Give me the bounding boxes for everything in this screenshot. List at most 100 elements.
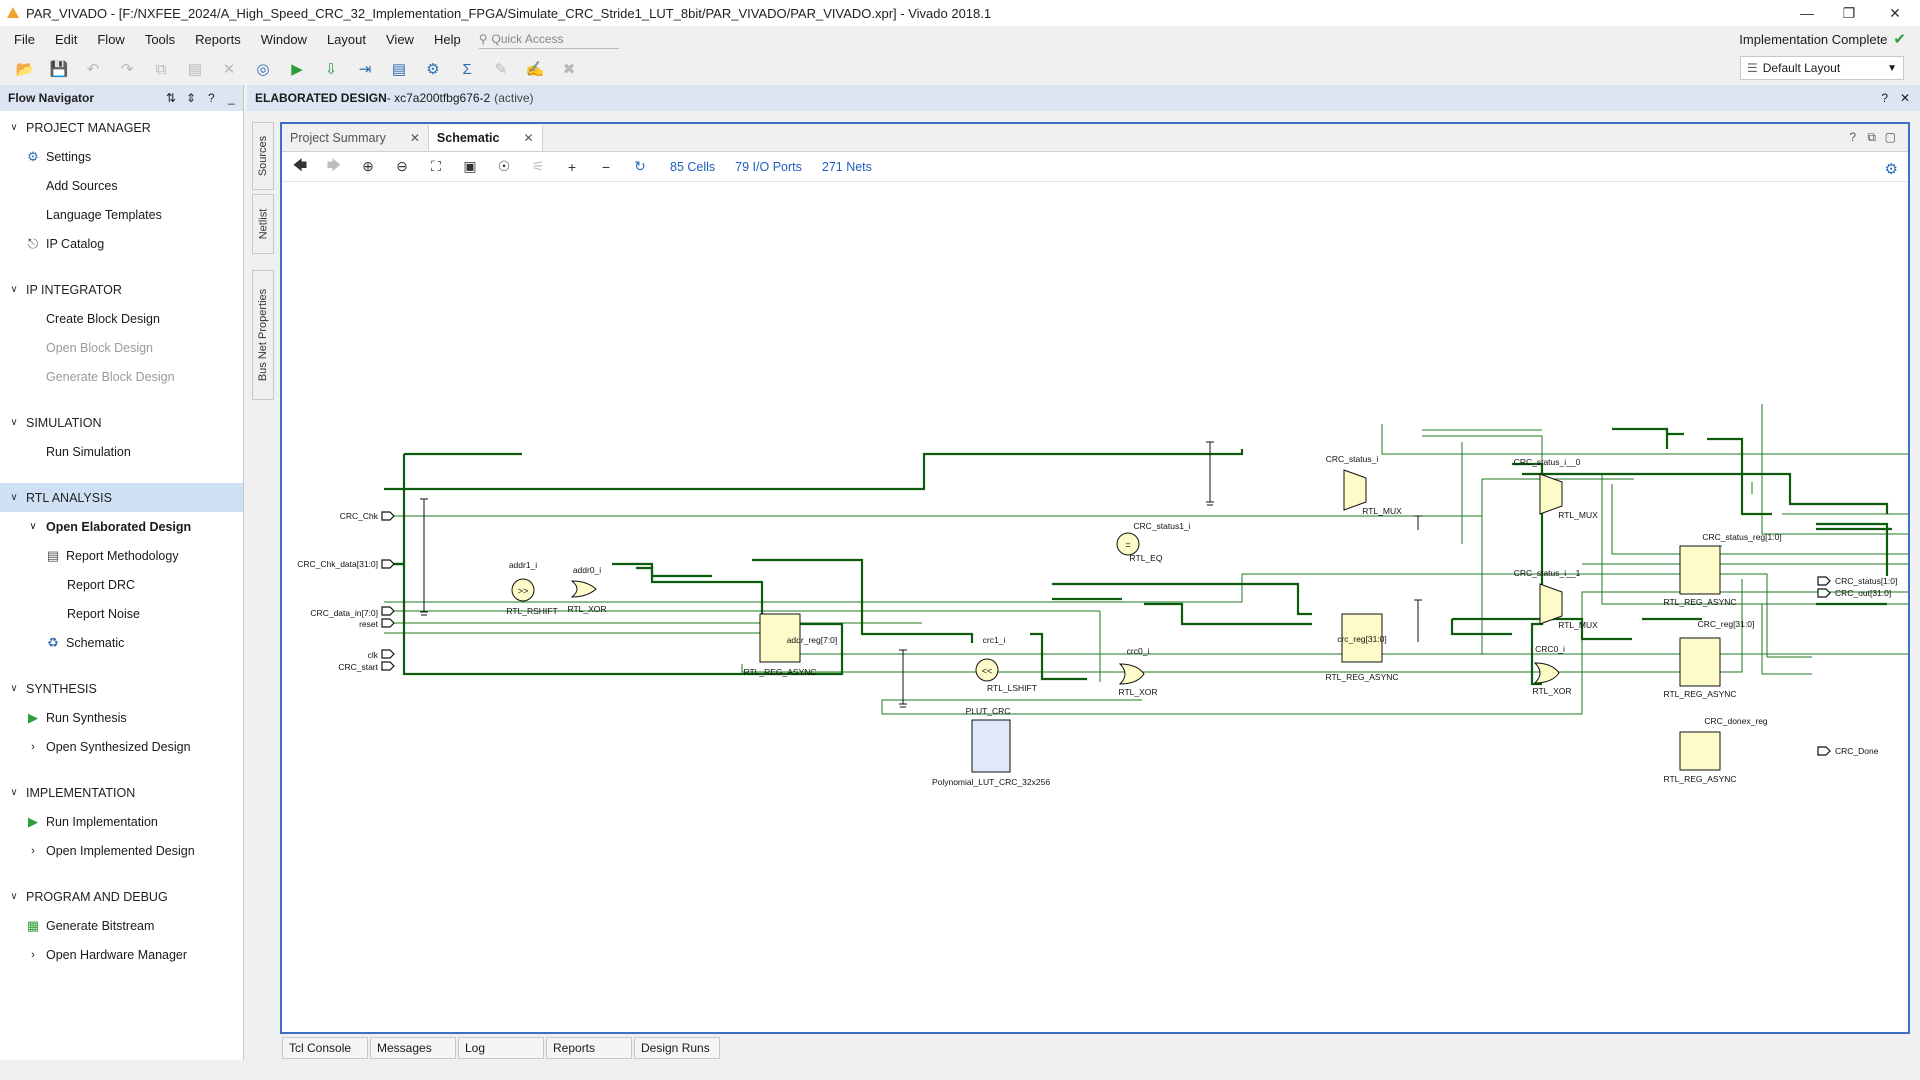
settings-gear-icon[interactable]: ⚙ (1884, 161, 1898, 178)
cell-status-reg[interactable] (1679, 545, 1721, 595)
report-icon[interactable]: ▤ (391, 61, 407, 78)
nav-report-methodology[interactable]: ▤Report Methodology (0, 541, 243, 570)
close-button[interactable]: ✕ (1889, 4, 1901, 21)
help-icon[interactable]: ? (1881, 91, 1888, 105)
nav-run-simulation[interactable]: Run Simulation (0, 437, 243, 466)
nav-schematic[interactable]: ♻Schematic (0, 628, 243, 657)
menu-file[interactable]: File (14, 31, 35, 47)
route-icon[interactable]: ⚟ (531, 158, 545, 174)
settings-gear-icon[interactable]: ⚙ (426, 61, 440, 78)
tab-project-summary[interactable]: Project Summary✕ (282, 125, 429, 151)
cell-addr-reg[interactable] (759, 613, 801, 663)
edit-icon[interactable]: ✎ (494, 61, 508, 78)
section-project-manager[interactable]: ∨PROJECT MANAGER (0, 113, 243, 142)
collapse-icon[interactable]: − (601, 158, 611, 175)
menu-flow[interactable]: Flow (97, 31, 125, 47)
menu-reports[interactable]: Reports (195, 31, 241, 47)
io-ports-count-link[interactable]: 79 I/O Ports (735, 159, 802, 174)
restore-button[interactable]: ❐ (1842, 4, 1856, 21)
zoom-area-icon[interactable]: ▣ (463, 158, 477, 174)
restore-panel-icon[interactable]: ⧉ (1867, 130, 1876, 144)
nav-open-block-design[interactable]: Open Block Design (0, 333, 243, 362)
nav-open-implemented-design[interactable]: ›Open Implemented Design (0, 836, 243, 865)
expand-icon[interactable]: + (567, 158, 577, 175)
nav-open-hardware-manager[interactable]: ›Open Hardware Manager (0, 940, 243, 969)
menu-tools[interactable]: Tools (144, 31, 176, 47)
close-tab-icon[interactable]: ✕ (409, 131, 420, 145)
cell-donex-reg[interactable] (1679, 731, 1721, 771)
tab-messages[interactable]: Messages (370, 1037, 456, 1059)
section-ip-integrator[interactable]: ∨IP INTEGRATOR (0, 275, 243, 304)
tab-design-runs[interactable]: Design Runs (634, 1037, 720, 1059)
nav-report-noise[interactable]: Report Noise (0, 599, 243, 628)
cell-addr1-rshift[interactable] (511, 578, 535, 602)
undo-icon[interactable]: ↶ (86, 61, 100, 78)
copy-icon[interactable]: ⧉ (155, 60, 167, 78)
save-icon[interactable]: 💾 (49, 61, 69, 78)
expand-icon[interactable]: ⇕ (186, 91, 197, 105)
run-icon[interactable]: ▶ (291, 61, 303, 78)
layout-select[interactable]: ☰ Default Layout ▼ (1740, 56, 1904, 80)
help-icon[interactable]: ? (1849, 130, 1856, 144)
tab-sources[interactable]: Sources (252, 122, 274, 190)
cell-addr0-xor[interactable] (570, 580, 597, 598)
section-program-and-debug[interactable]: ∨PROGRAM AND DEBUG (0, 882, 243, 911)
collapse-all-icon[interactable]: ⇅ (166, 91, 177, 105)
sigma-icon[interactable]: Σ (462, 60, 472, 78)
menu-layout[interactable]: Layout (326, 31, 366, 47)
nav-language-templates[interactable]: Language Templates (0, 200, 243, 229)
cell-crcd0-xor[interactable] (1533, 662, 1560, 684)
zoom-out-icon[interactable]: ⊖ (396, 158, 408, 174)
tab-bus-net-properties[interactable]: Bus Net Properties (252, 270, 274, 400)
tab-tcl-console[interactable]: Tcl Console (282, 1037, 368, 1059)
tab-log[interactable]: Log (458, 1037, 544, 1059)
menu-edit[interactable]: Edit (54, 31, 78, 47)
menu-view[interactable]: View (386, 31, 414, 47)
section-synthesis[interactable]: ∨SYNTHESIS (0, 674, 243, 703)
section-implementation[interactable]: ∨IMPLEMENTATION (0, 778, 243, 807)
select-icon[interactable]: ☉ (497, 158, 511, 174)
cell-status-i-mux[interactable] (1343, 469, 1367, 511)
menu-window[interactable]: Window (260, 31, 307, 47)
nets-count-link[interactable]: 271 Nets (821, 159, 872, 174)
open-project-icon[interactable]: 📂 (15, 61, 35, 78)
pencil-icon[interactable]: ✍ (525, 61, 545, 78)
minimize-button[interactable]: — (1800, 5, 1814, 21)
cancel-tool-icon[interactable]: ✖ (562, 61, 576, 78)
tab-schematic[interactable]: Schematic✕ (428, 125, 543, 151)
quick-access-input[interactable]: ⚲ Quick Access (478, 29, 619, 49)
cell-plut-crc[interactable] (971, 719, 1011, 773)
cell-status-i0-mux[interactable] (1539, 473, 1563, 515)
step-icon[interactable]: ⇥ (358, 61, 372, 78)
nav-report-drc[interactable]: Report DRC (0, 570, 243, 599)
tab-reports[interactable]: Reports (546, 1037, 632, 1059)
cell-crc0-xor[interactable] (1118, 663, 1145, 685)
delete-icon[interactable]: ✕ (222, 61, 236, 78)
zoom-in-icon[interactable]: ⊕ (362, 158, 374, 174)
nav-add-sources[interactable]: Add Sources (0, 171, 243, 200)
back-icon[interactable]: 🡄 (292, 156, 308, 173)
schematic-canvas[interactable]: CRC_Chk CRC_Chk_data[31:0] CRC_data_in[7… (282, 184, 1908, 1032)
nav-settings[interactable]: ⚙Settings (0, 142, 243, 171)
nav-run-synthesis[interactable]: ▶Run Synthesis (0, 703, 243, 732)
nav-open-elaborated-design[interactable]: ∨Open Elaborated Design (0, 512, 243, 541)
cell-crc-reg[interactable] (1341, 613, 1383, 663)
nav-create-block-design[interactable]: Create Block Design (0, 304, 243, 333)
refresh-icon[interactable]: ↻ (634, 158, 646, 174)
section-simulation[interactable]: ∨SIMULATION (0, 408, 243, 437)
section-rtl-analysis[interactable]: ∨RTL ANALYSIS (0, 483, 243, 512)
zoom-fit-icon[interactable]: ⛶ (431, 158, 441, 174)
nav-open-synthesized-design[interactable]: ›Open Synthesized Design (0, 732, 243, 761)
nav-run-implementation[interactable]: ▶Run Implementation (0, 807, 243, 836)
menu-help[interactable]: Help (433, 31, 461, 47)
close-design-icon[interactable]: ✕ (1899, 91, 1910, 105)
program-icon[interactable]: ⇩ (324, 61, 338, 78)
nav-generate-block-design[interactable]: Generate Block Design (0, 362, 243, 391)
help-icon[interactable]: ? (208, 91, 215, 105)
minimize-panel-icon[interactable]: _ (228, 91, 235, 105)
forward-icon[interactable]: 🡆 (326, 156, 342, 173)
cells-count-link[interactable]: 85 Cells (670, 159, 716, 174)
nav-generate-bitstream[interactable]: ▦Generate Bitstream (0, 911, 243, 940)
cell-crc1-lshift[interactable] (975, 658, 999, 682)
close-tab-icon[interactable]: ✕ (523, 131, 534, 145)
